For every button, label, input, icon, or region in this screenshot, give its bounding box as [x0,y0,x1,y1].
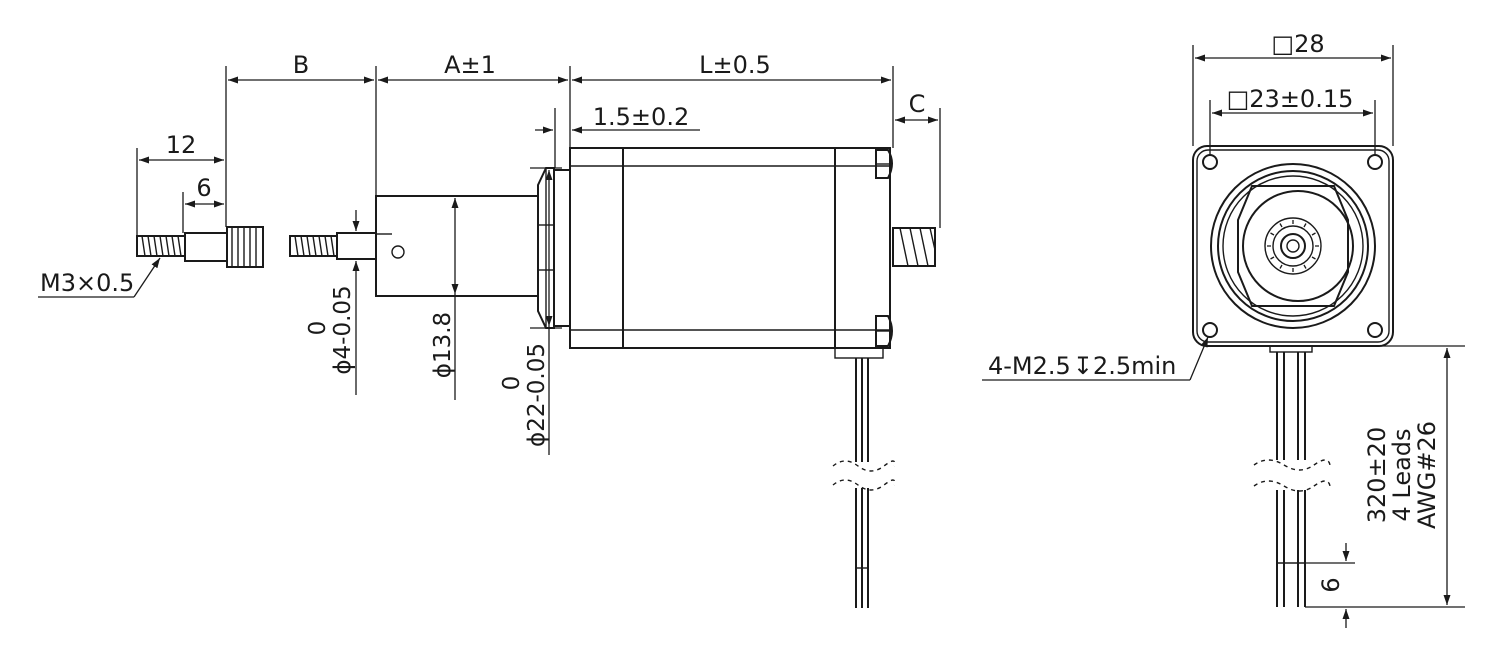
wire-break [826,462,894,488]
hole-spacing-label: □23±0.15 [1227,85,1354,113]
boss-dia-label: ϕ22-0.05 [524,343,550,447]
lead-nut [375,195,539,297]
flange-boss [537,167,571,329]
front-labels: □28 □23±0.15 4-M2.5↧2.5min 320±20 4 Lead… [988,30,1441,593]
front-dimension-lines [982,54,1451,628]
dim-12-label: 12 [166,131,197,159]
dim-a-label: A±1 [444,51,496,79]
strip-length-label: 6 [1317,577,1345,592]
side-view: B A±1 L±0.5 C 1.5±0.2 12 6 M3×0.5 0 ϕ4-0… [38,51,941,608]
front-extension-lines [1192,45,1465,608]
boss-face [1210,163,1376,329]
dim-b-label: B [293,51,309,79]
boss-dia-tol-label: 0 [499,376,525,391]
thread-label: M3×0.5 [40,269,134,297]
screw-tip [136,226,264,268]
dim-flange-label: 1.5±0.2 [593,103,689,131]
shaft-dia-label: ϕ4-0.05 [330,285,356,374]
extension-lines [136,66,941,329]
dim-c-label: C [909,90,926,118]
nut-dia-label: ϕ13.8 [430,312,456,378]
outer-square-label: □28 [1271,30,1324,58]
wire-gauge-label: AWG#26 [1413,421,1441,529]
dimension-lines [38,76,938,455]
front-view: □28 □23±0.15 4-M2.5↧2.5min 320±20 4 Lead… [982,30,1465,628]
mount-holes-label: 4-M2.5↧2.5min [988,352,1176,380]
lead-wires-front [1248,345,1334,607]
dim-6-label: 6 [196,174,211,202]
dim-l-label: L±0.5 [699,51,771,79]
wire-break-front [1248,460,1334,490]
lead-count-label: 4 Leads [1388,428,1416,521]
threaded-shaft [289,232,377,260]
lead-length-label: 320±20 [1363,427,1391,523]
motor-body [569,147,936,349]
shaft-dia-tol-label: 0 [305,321,331,336]
side-labels: B A±1 L±0.5 C 1.5±0.2 12 6 M3×0.5 0 ϕ4-0… [40,51,925,447]
lead-wires-side [826,347,896,608]
